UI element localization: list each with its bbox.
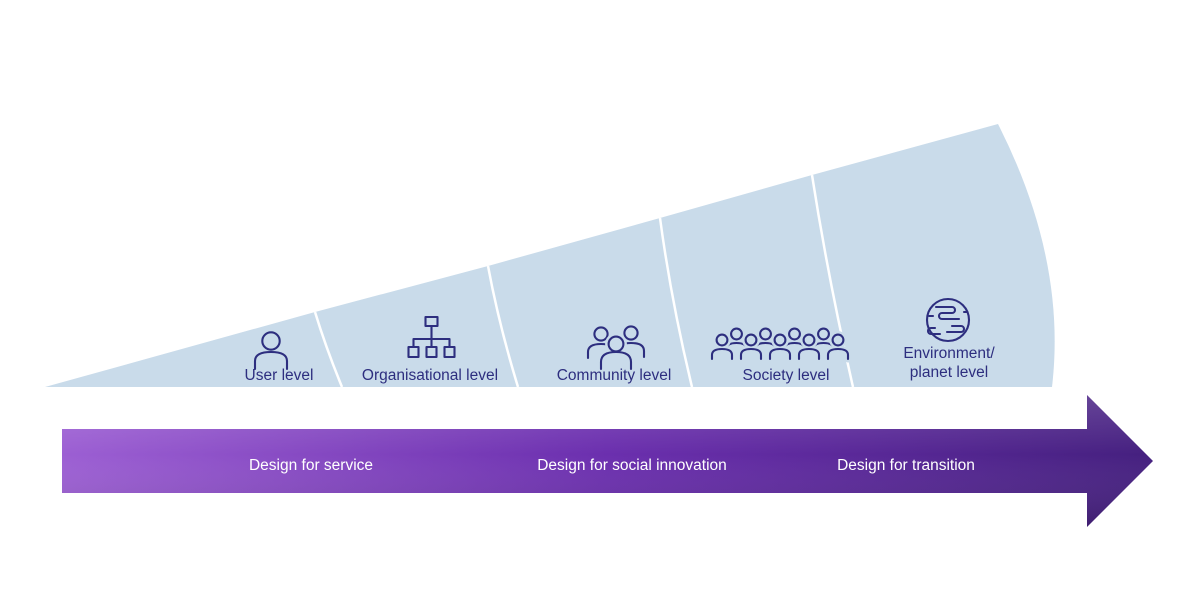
label-design-for-service: Design for service: [249, 457, 373, 474]
org-chart-icon: [407, 315, 456, 359]
fan-segment-organisational-level: [315, 266, 518, 387]
fan-divider-2: [486, 265, 520, 388]
design-scope-arrow: Design for service Design for social inn…: [62, 395, 1153, 527]
fan-segment-user-level: [45, 312, 342, 387]
label-user-level: User level: [245, 367, 314, 384]
crowd-icon: [708, 327, 852, 363]
label-environment-level-line1: Environment/: [903, 345, 995, 362]
people-group-icon: [586, 325, 646, 373]
label-community-level: Community level: [557, 367, 672, 384]
label-design-for-social-innovation: Design for social innovation: [537, 457, 727, 474]
label-environment-level-line2: planet level: [910, 364, 988, 381]
fan-segment-community-level: [488, 218, 692, 387]
fan-divider-1: [313, 311, 344, 388]
person-icon: [253, 331, 289, 371]
globe-icon: [925, 297, 971, 343]
fan-segment-environment-level: [812, 124, 1055, 387]
fan-divider-3: [658, 217, 694, 388]
label-organisational-level: Organisational level: [362, 367, 498, 384]
arrow-shading: [62, 395, 1153, 527]
levels-fan: User level Organisational level Communit…: [45, 124, 1055, 388]
label-design-for-transition: Design for transition: [837, 457, 975, 474]
label-society-level: Society level: [742, 367, 829, 384]
